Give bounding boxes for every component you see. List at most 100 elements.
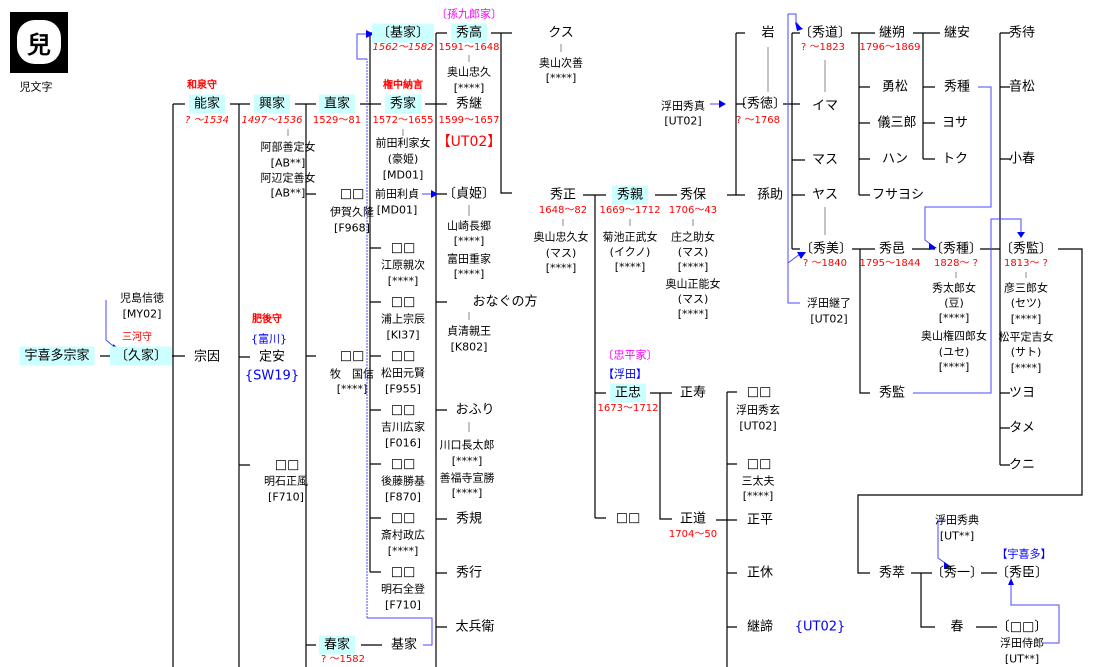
tree-label-masamichi: 正道 (679, 511, 707, 527)
tree-label-hideyasu-w1c: [****] (677, 260, 709, 274)
tree-label-d4-name: 吉川広家 (381, 420, 425, 434)
tree-label-hidetsugu-code: 【UT02】 (436, 134, 502, 150)
tree-label-hidekan-w1a: (セツ) (1010, 296, 1042, 310)
tree-label-hidetane-w1c: [****] (938, 311, 970, 325)
tree-label-tsugutei-code: {UT02} (794, 619, 846, 635)
tree-label-jiro: 浮田侍郎 (1000, 636, 1044, 650)
tree-label-box-b: □□ (615, 510, 641, 526)
tree-label-hideyasu: 秀保 (679, 187, 707, 203)
tree-label-d6-box: □□ (390, 510, 416, 526)
tree-label-hidechika-dates: 1669～1712 (599, 205, 661, 216)
tree-label-hidemichi-dates: ? ～1823 (801, 42, 845, 53)
tree-label-d2-box: □□ (390, 294, 416, 310)
tree-label-magosuke: 孫助 (756, 187, 784, 203)
tree-label-koharu: 小春 (1008, 151, 1036, 167)
tree-label-hidemasa: 秀正 (549, 187, 577, 203)
tree-label-masu: マス (811, 152, 839, 168)
tree-label-ukita-clan: 【浮田】 (603, 367, 647, 381)
tree-label-naoie-dates: 1529～81 (312, 115, 362, 126)
tree-label-hidetaka-w: 奥山忠久 (447, 65, 491, 79)
tree-label-okiie-w1c: [AB**] (270, 156, 306, 170)
tree-label-sadayasu-code: {SW19} (244, 368, 300, 384)
tree-label-hideyasu-w2: 奥山正能女 (665, 277, 721, 291)
tree-label-hideyuki: 秀行 (455, 565, 483, 581)
tree-label-chuhei-house: 〔忠平家〕 (602, 348, 658, 362)
tree-label-kusu-hc: [****] (545, 71, 577, 85)
tree-label-ofuri-h1: 川口長太郎 (439, 438, 495, 452)
tree-label-hidetane-a: 秀種 (943, 79, 971, 95)
tree-label-hidekan: 〔秀監〕 (999, 241, 1053, 257)
spouse-ticks (287, 44, 1027, 432)
tree-label-hidechika-wa: (イクノ) (609, 245, 651, 259)
tree-label-yasu: ヤス (811, 187, 839, 203)
tree-label-hideie-w-code: [MD01] (382, 168, 424, 182)
tree-label-tsuguryo: 浮田継了 (807, 296, 851, 310)
tree-label-sadahime-h1: 山崎長郷 (447, 219, 491, 233)
tree-label-hidetaka-dates: 1591～1648 (438, 42, 500, 53)
tree-label-hidetane-w2: 奥山権四郎女 (921, 329, 987, 343)
tree-label-hidetsugu: 秀継 (455, 96, 483, 112)
tree-label-d3-name: 松田元賢 (381, 366, 425, 380)
tree-label-yoshiie-dates: ? ～1534 (185, 115, 229, 126)
tree-label-hidemasa-w: 奥山忠久女 (533, 230, 589, 244)
tree-label-d4-code: [F016] (385, 436, 421, 450)
tree-label-fusayoshi: フサヨシ (871, 187, 925, 203)
tree-label-hidenori-b: 〔秀徳〕 (733, 96, 787, 112)
tree-label-jiro-code: [UT**] (1004, 652, 1040, 666)
tree-label-hidenori-b-dates: ? ～1768 (736, 115, 780, 126)
tree-label-masatada-dates: 1673～1712 (597, 403, 659, 414)
tree-label-d1-name: 江原親次 (381, 258, 425, 272)
tree-label-hideie-w: 前田利家女 (375, 136, 431, 150)
tree-label-d1-box: □□ (390, 240, 416, 256)
tree-label-d5-name: 後藤勝基 (381, 474, 425, 488)
tree-label-hidetsugu-dates: 1599～1657 (438, 115, 500, 126)
tree-label-hideomi: 〔秀臣〕 (995, 565, 1049, 581)
tree-label-naoie: 直家 (318, 94, 356, 114)
tree-label-hidetaka-wc: [****] (453, 81, 485, 95)
tree-label-isamatsu: 勇松 (881, 79, 909, 95)
tree-label-d2-name: 浦上宗辰 (381, 312, 425, 326)
tree-label-sadahime-h1c: [****] (453, 234, 485, 248)
tree-label-box-c: 〔□□〕 (996, 619, 1048, 635)
tree-label-d5-box: □□ (390, 456, 416, 472)
tree-label-hidechika-w: 菊池正武女 (602, 230, 658, 244)
tree-label-m2-code: [****] (742, 489, 774, 503)
tree-label-hidetane-dates: 1828～ ? (934, 258, 978, 269)
tree-label-hidekan-a: 秀監 (878, 385, 906, 401)
tree-label-tsugutei: 継諦 (746, 619, 774, 635)
tree-label-okiie-dates: 1497～1536 (241, 115, 303, 126)
tree-label-hidemachi: 秀待 (1008, 25, 1036, 41)
tree-label-ima: イマ (811, 98, 839, 114)
tree-label-onagu: おなぐの方 (472, 294, 538, 310)
tree-label-hideyoshi: 〔秀美〕 (799, 241, 853, 257)
tree-label-hideyasu-w2a: (マス) (677, 292, 709, 306)
tree-label-kojima-code: [MY02] (122, 307, 162, 321)
tree-label-hidemasa-dates: 1648～82 (538, 205, 588, 216)
tree-label-han: ハン (881, 151, 909, 167)
tree-label-masayasu: 正休 (746, 565, 774, 581)
tree-label-d6-name: 斎村政広 (381, 528, 425, 542)
tree-label-d1-code: [****] (387, 274, 419, 288)
tree-label-tsugusaku-dates: 1796～1869 (859, 42, 921, 53)
tree-label-hideie-w-alias: (豪姫) (387, 152, 419, 166)
tree-label-tsuguryo-code: [UT02] (810, 312, 848, 326)
tree-label-maki-name: 牧 国信 (330, 367, 374, 381)
tree-label-maeda-code: [MD01] (376, 203, 418, 217)
arrowheads (113, 22, 1025, 585)
tree-label-hidetane-w1a: (豆) (944, 296, 964, 310)
tree-label-iga-code: [F968] (334, 221, 370, 235)
tree-label-yoshiie: 能家 (188, 94, 226, 114)
tree-label-hidemura-dates: 1795～1844 (859, 258, 921, 269)
tree-label-hidemura: 秀邑 (878, 241, 906, 257)
tree-label-okiie-w2c: [AB**] (270, 186, 306, 200)
tree-label-ofuri-h2: 善福寺宣勝 (439, 471, 495, 485)
tree-label-motoie-b-dates: 1562～1582 (372, 42, 434, 53)
tree-label-souin: 宗因 (193, 349, 221, 365)
tree-label-tame: タメ (1009, 420, 1035, 436)
family-crest-logo: 兒 (10, 12, 68, 73)
tree-label-sadayasu-clan: {富川} (251, 332, 287, 346)
tree-label-haru: 春 (950, 619, 964, 635)
tree-label-yoshiie-title: 和泉守 (187, 80, 217, 91)
tree-label-kusu: クス (548, 25, 574, 41)
